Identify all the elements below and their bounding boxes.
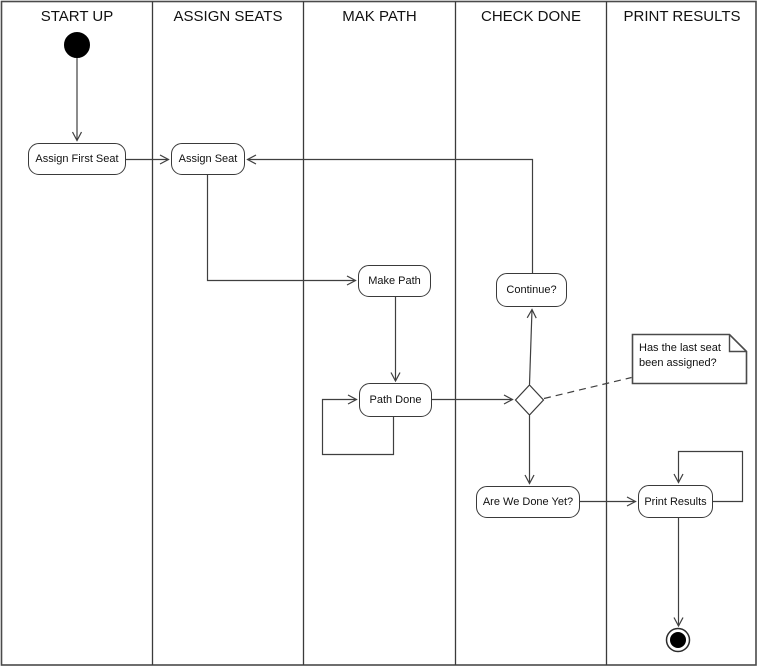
lane-title-check-done: CHECK DONE xyxy=(480,7,581,25)
node-path-done-label: Path Done xyxy=(369,394,422,406)
edge-decision-to-note-dashed xyxy=(543,376,632,400)
note-text: Has the last seat been assigned? xyxy=(639,342,721,369)
node-path-done[interactable]: Path Done xyxy=(359,383,432,417)
edge-print-results-self-loop xyxy=(679,450,744,503)
node-are-we-done-yet-label: Are We Done Yet? xyxy=(482,496,574,508)
lane-title-print-results: PRINT RESULTS xyxy=(623,7,741,25)
node-assign-first-seat-label: Assign First Seat xyxy=(35,153,119,165)
edge-decision-to-continue xyxy=(530,310,533,385)
edge-continue-to-assign-seat xyxy=(248,160,534,273)
lane-title-start-up: START UP xyxy=(40,7,114,25)
initial-node[interactable] xyxy=(64,32,90,58)
node-are-we-done-yet[interactable]: Are We Done Yet? xyxy=(476,486,580,518)
note-body xyxy=(631,333,748,385)
note-fold-icon xyxy=(728,334,747,353)
decision-diamond[interactable] xyxy=(514,384,545,416)
edge-assign-seat-to-make-path xyxy=(206,175,356,281)
node-make-path-label: Make Path xyxy=(368,275,421,287)
note-shape[interactable] xyxy=(631,333,748,385)
node-make-path[interactable]: Make Path xyxy=(358,265,431,297)
node-print-results-label: Print Results xyxy=(644,495,707,508)
node-assign-seat-label: Assign Seat xyxy=(178,153,238,165)
final-node[interactable] xyxy=(665,627,691,653)
edge-path-done-self-loop xyxy=(321,400,395,456)
lane-title-mak-path: MAK PATH xyxy=(342,7,417,25)
node-continue-label: Continue? xyxy=(506,284,557,296)
edges xyxy=(77,58,744,626)
final-node-core xyxy=(670,632,686,648)
node-print-results[interactable]: Print Results xyxy=(638,485,713,518)
node-assign-first-seat[interactable]: Assign First Seat xyxy=(28,143,126,175)
node-assign-seat[interactable]: Assign Seat xyxy=(171,143,245,175)
node-continue[interactable]: Continue? xyxy=(496,273,567,307)
lane-title-assign-seats: ASSIGN SEATS xyxy=(173,7,283,25)
